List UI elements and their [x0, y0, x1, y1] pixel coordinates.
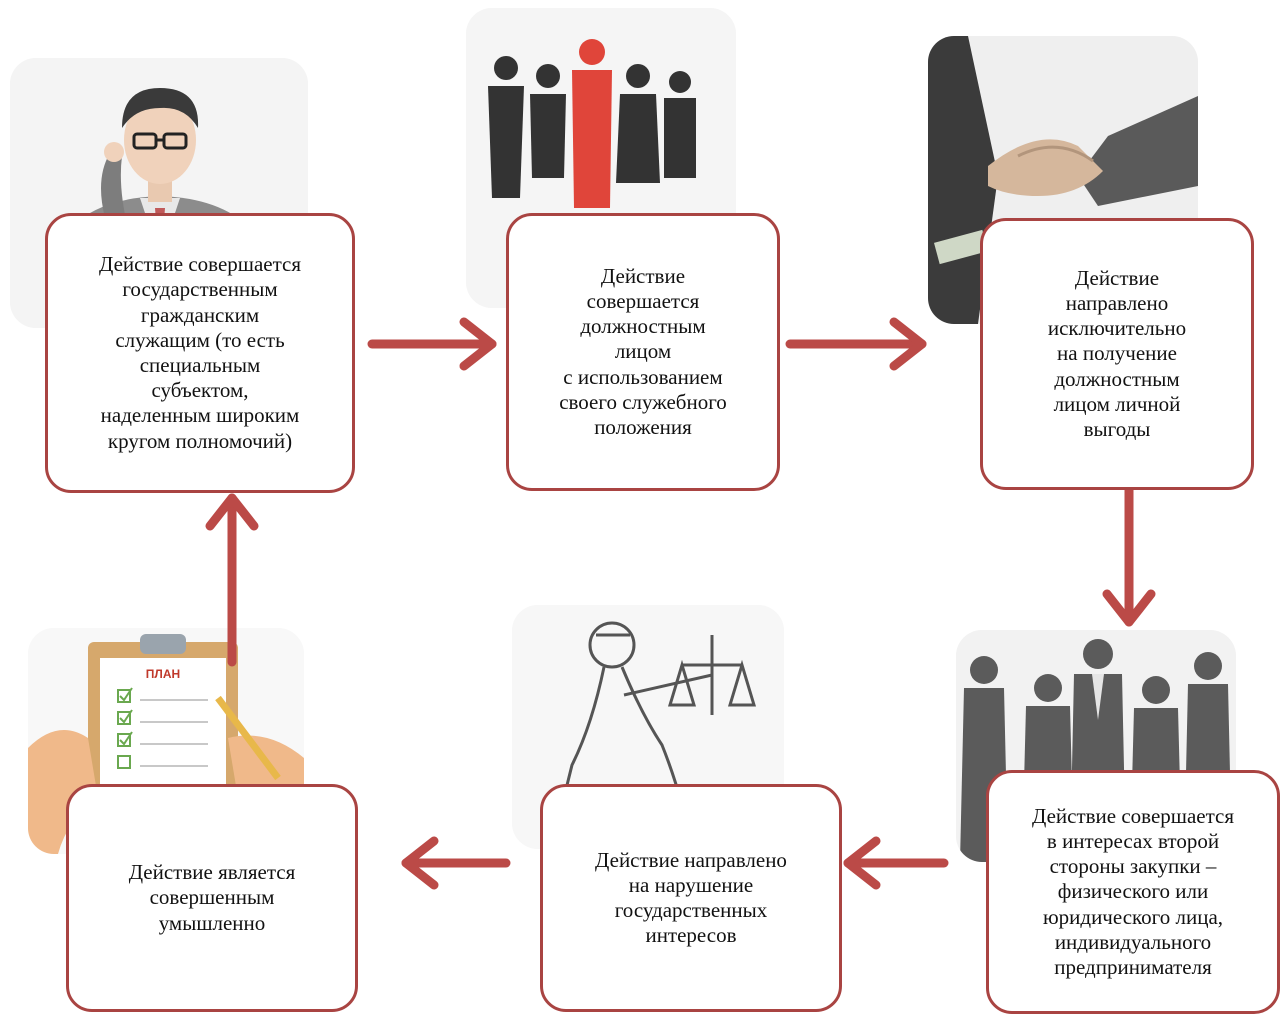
box-official-position-text: Действие совершается должностным лицом с…	[559, 263, 727, 439]
thinking-official-icon	[10, 58, 308, 328]
box-personal-benefit: Действие направлено исключительно на пол…	[980, 218, 1254, 490]
box-state-interests-text: Действие направлено на нарушение государ…	[595, 847, 787, 948]
box-civil-servant-text: Действие совершается государственным гра…	[98, 252, 302, 453]
box-intentional-text: Действие является совершенным умышленно	[128, 860, 296, 935]
box-official-position: Действие совершается должностным лицом с…	[506, 213, 780, 491]
svg-text:ПЛАН: ПЛАН	[146, 667, 180, 681]
arrow-box4-to-box5	[843, 836, 949, 890]
box-second-party-text: Действие совершается в интересах второй …	[1031, 803, 1235, 979]
arrow-box2-to-box3	[785, 317, 927, 371]
arrow-box1-to-box2	[367, 317, 497, 371]
box-personal-benefit-text: Действие направлено исключительно на пол…	[1047, 265, 1187, 441]
box-second-party: Действие совершается в интересах второй …	[986, 770, 1280, 1014]
box-intentional: Действие является совершенным умышленно	[66, 784, 358, 1012]
arrow-box5-to-box6	[401, 836, 511, 890]
box-civil-servant: Действие совершается государственным гра…	[45, 213, 355, 493]
arrow-box3-to-box4	[1102, 477, 1156, 627]
box-state-interests: Действие направлено на нарушение государ…	[540, 784, 842, 1012]
